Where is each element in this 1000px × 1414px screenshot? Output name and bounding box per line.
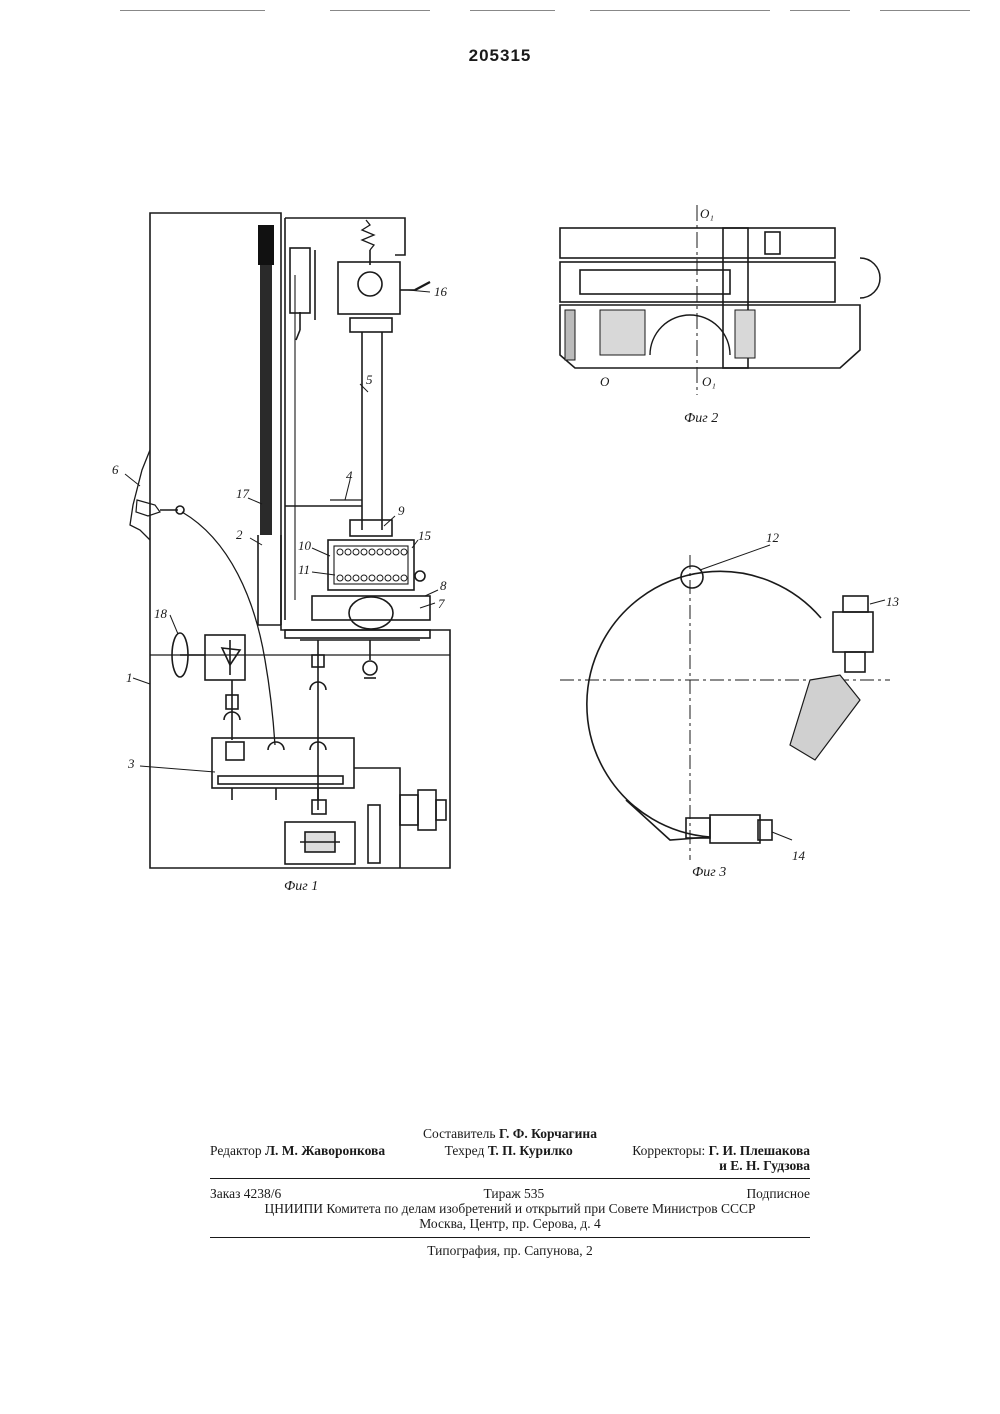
fig2-caption: Фиг 2 bbox=[684, 411, 718, 426]
label-5: 5 bbox=[366, 372, 373, 387]
techred-credit: Техред Т. П. Курилко bbox=[445, 1143, 573, 1159]
techred-name: Т. П. Курилко bbox=[488, 1143, 573, 1158]
corrector-credit: Корректоры: Г. И. Плешакова bbox=[632, 1143, 810, 1159]
colophon-rule-bottom bbox=[210, 1237, 810, 1238]
subscription: Подписное bbox=[746, 1186, 810, 1202]
correctors-role: Корректоры: bbox=[632, 1143, 705, 1158]
fig3-labels: 12 13 14 Фиг 3 bbox=[692, 530, 900, 880]
fig1-drawing bbox=[130, 213, 450, 868]
compiler-role: Составитель bbox=[423, 1126, 496, 1141]
order-number: Заказ 4238/6 bbox=[210, 1186, 281, 1202]
address-line: Москва, Центр, пр. Серова, д. 4 bbox=[210, 1216, 810, 1232]
label-16: 17 bbox=[236, 486, 250, 501]
label-7: 7 bbox=[438, 596, 445, 611]
printer-line: Типография, пр. Сапунова, 2 bbox=[210, 1243, 810, 1259]
label-17: 18 bbox=[154, 606, 168, 621]
fig3-drawing bbox=[560, 555, 890, 860]
label-2: 2 bbox=[236, 527, 243, 542]
editor-credit: Редактор Л. М. Жаворонкова bbox=[210, 1143, 385, 1159]
corrector-name-1: Г. И. Плешакова bbox=[709, 1143, 810, 1158]
compiler-line: Составитель Г. Ф. Корчагина bbox=[210, 1126, 810, 1142]
compiler-name: Г. Ф. Корчагина bbox=[499, 1126, 597, 1141]
corrector-line-2: и Е. Н. Гудзова bbox=[210, 1158, 810, 1174]
label-12: 12 bbox=[766, 530, 780, 545]
fig3-caption: Фиг 3 bbox=[692, 865, 726, 880]
techred-role: Техред bbox=[445, 1143, 485, 1158]
label-3: 3 bbox=[127, 756, 135, 771]
staff-line: Редактор Л. М. Жаворонкова Техред Т. П. … bbox=[210, 1143, 810, 1159]
order-line: Заказ 4238/6 Тираж 535 Подписное bbox=[210, 1186, 810, 1202]
leader-lines bbox=[125, 290, 885, 840]
fig2-axis-o: O bbox=[600, 374, 610, 389]
label-15: 15 bbox=[418, 528, 432, 543]
label-10: 10 bbox=[298, 538, 312, 553]
label-6: 6 bbox=[112, 462, 119, 477]
label-9: 9 bbox=[398, 503, 405, 518]
technical-drawing: 6 2 1 3 17 18 5 4 9 15 10 11 8 7 16 Фиг … bbox=[0, 0, 1000, 1000]
colophon-rule-top bbox=[210, 1178, 810, 1179]
fig1-labels: 6 2 1 3 17 18 5 4 9 15 10 11 8 7 16 Фиг … bbox=[112, 284, 448, 894]
circulation: Тираж 535 bbox=[483, 1186, 544, 1202]
fig2-drawing bbox=[560, 205, 880, 395]
label-18: 16 bbox=[434, 284, 448, 299]
bearing-balls bbox=[337, 549, 407, 581]
label-14: 14 bbox=[792, 848, 806, 863]
label-13: 13 bbox=[886, 594, 900, 609]
fig2-axis-o1-top: O₁ bbox=[700, 206, 714, 221]
fig1-caption: Фиг 1 bbox=[284, 879, 318, 894]
label-1: 1 bbox=[126, 670, 133, 685]
editor-name: Л. М. Жаворонкова bbox=[265, 1143, 385, 1158]
corrector-name-2: и Е. Н. Гудзова bbox=[719, 1158, 810, 1173]
editor-role: Редактор bbox=[210, 1143, 262, 1158]
label-8: 8 bbox=[440, 578, 447, 593]
institute-line: ЦНИИПИ Комитета по делам изобретений и о… bbox=[210, 1201, 810, 1217]
fig2-axis-o1-bottom: O₁ bbox=[702, 374, 716, 389]
label-11: 11 bbox=[298, 562, 310, 577]
label-4: 4 bbox=[346, 468, 353, 483]
